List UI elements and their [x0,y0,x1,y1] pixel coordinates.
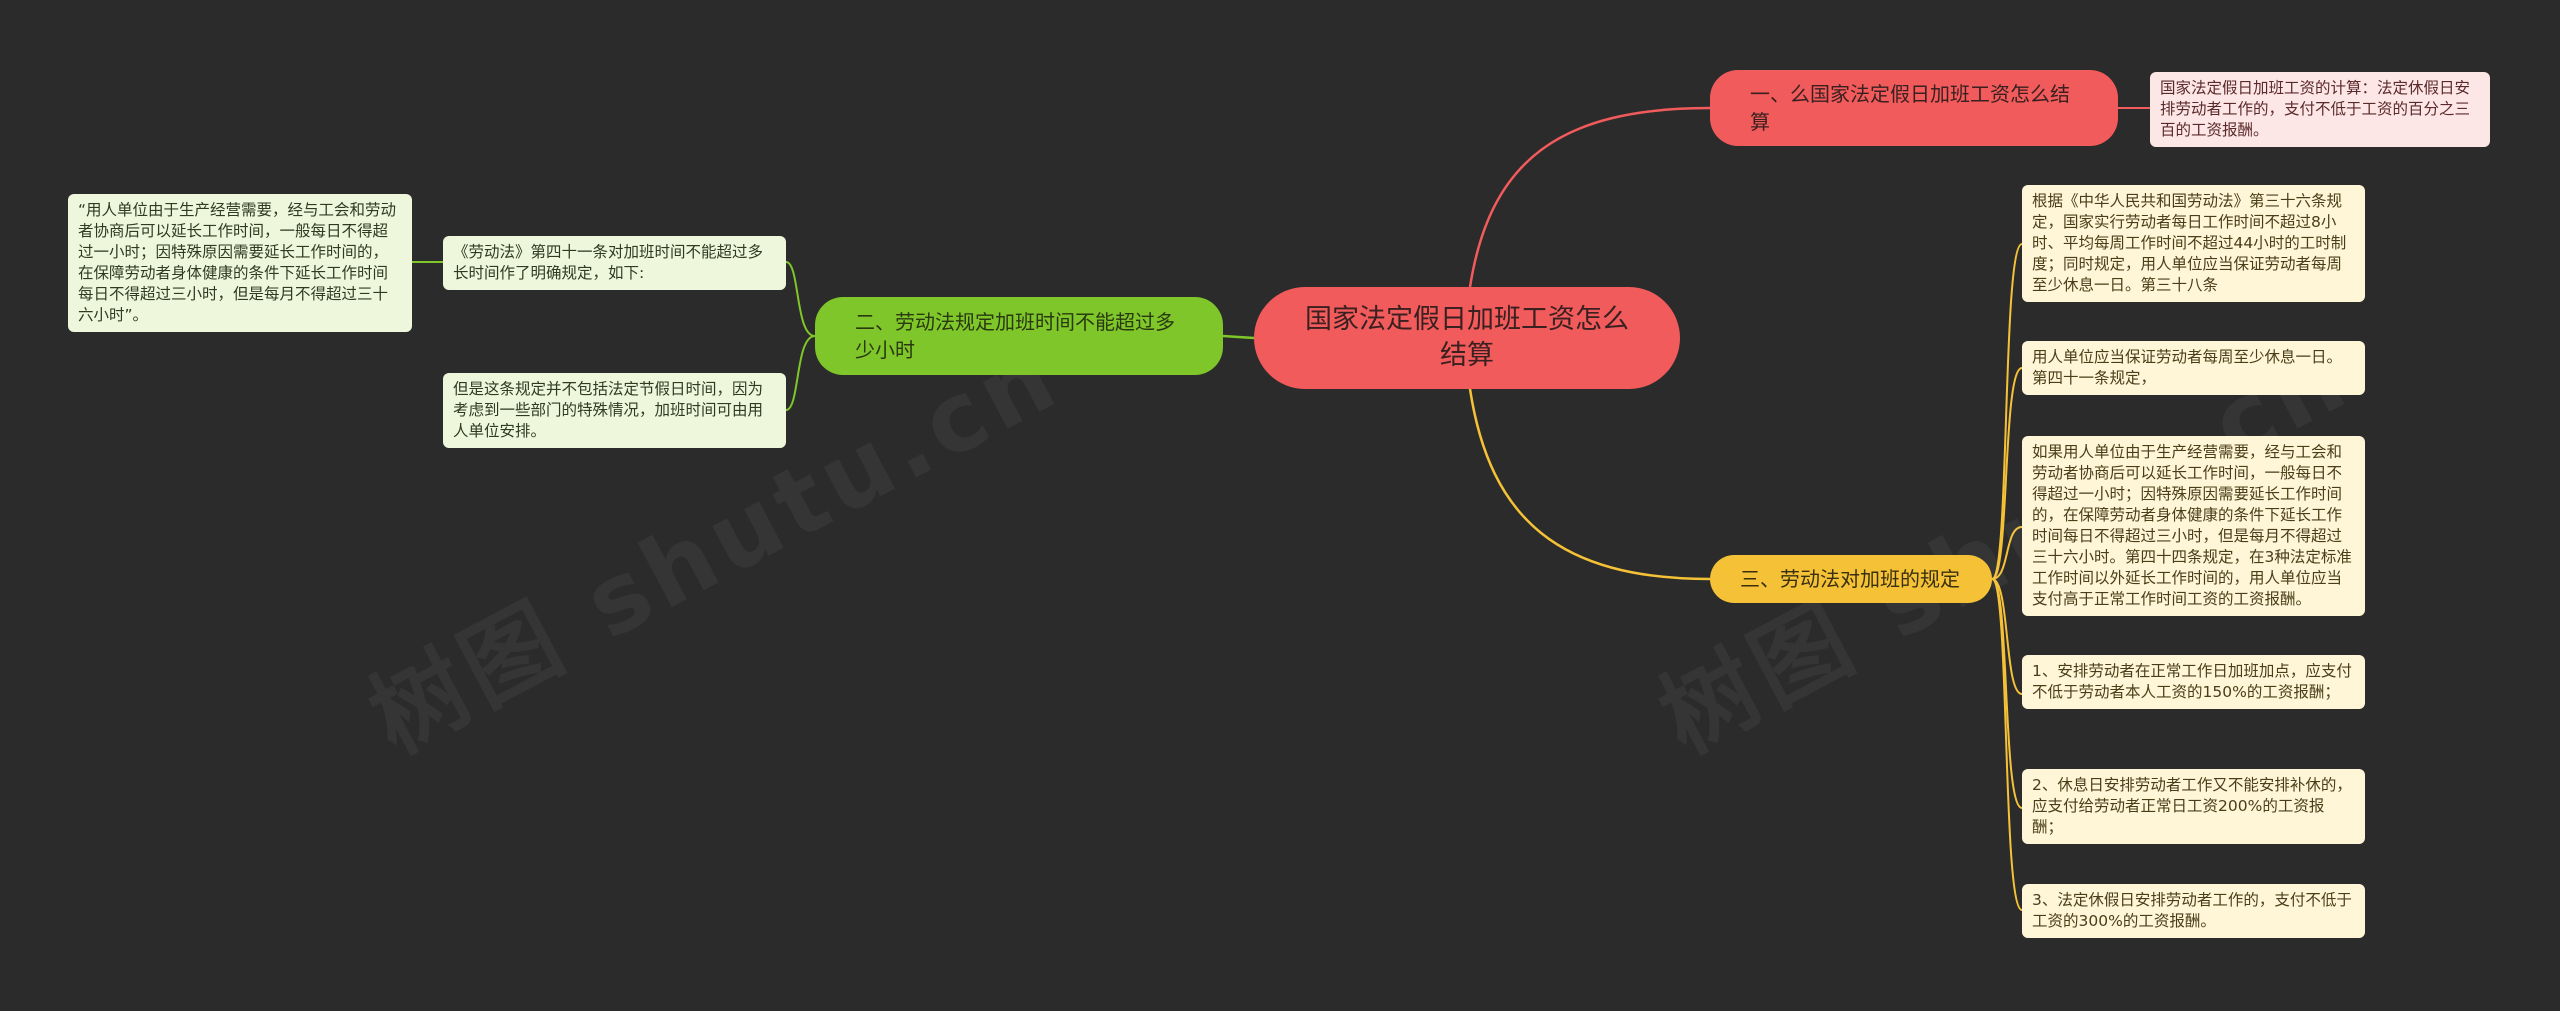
branch-node-2[interactable]: 二、劳动法规定加班时间不能超过多少小时 [815,297,1223,375]
connector-b3-leaf4 [1991,578,2023,695]
root-node[interactable]: 国家法定假日加班工资怎么结算 [1254,287,1680,389]
leaf-node[interactable]: “用人单位由于生产经营需要，经与工会和劳动者协商后可以延长工作时间，一般每日不得… [68,194,412,332]
leaf-node[interactable]: 根据《中华人民共和国劳动法》第三十六条规定，国家实行劳动者每日工作时间不超过8小… [2022,185,2365,302]
connector-b2-leaf2 [785,335,816,411]
connector-b3-leaf2 [1991,367,2023,580]
leaf-node[interactable]: 但是这条规定并不包括法定节假日时间，因为考虑到一些部门的特殊情况，加班时间可由用… [443,373,786,448]
connector-root-b3 [1468,388,1711,581]
branch-label-3: 三、劳动法对加班的规定 [1740,567,1960,591]
branch-node-3[interactable]: 三、劳动法对加班的规定 [1710,555,1992,603]
connector-b3-leaf6 [1991,578,2023,911]
leaf-node[interactable]: 用人单位应当保证劳动者每周至少休息一日。第四十一条规定， [2022,341,2365,395]
leaf-node[interactable]: 国家法定假日加班工资的计算：法定休假日安排劳动者工作的，支付不低于工资的百分之三… [2150,72,2490,147]
leaf-node[interactable]: 如果用人单位由于生产经营需要，经与工会和劳动者协商后可以延长工作时间，一般每日不… [2022,436,2365,616]
branch-label-1: 一、么国家法定假日加班工资怎么结算 [1750,82,2070,134]
leaf-node[interactable]: 3、法定休假日安排劳动者工作的，支付不低于工资的300%的工资报酬。 [2022,884,2365,938]
connector-b2-leaf1 [785,261,816,337]
connector-b3-leaf1 [1991,243,2023,580]
branch-node-1[interactable]: 一、么国家法定假日加班工资怎么结算 [1710,70,2118,146]
leaf-node[interactable]: 1、安排劳动者在正常工作日加班加点，应支付不低于劳动者本人工资的150%的工资报… [2022,655,2365,709]
connector-b3-leaf3 [1991,526,2023,580]
root-label: 国家法定假日加班工资怎么结算 [1305,304,1629,371]
leaf-node[interactable]: 2、休息日安排劳动者工作又不能安排补休的，应支付给劳动者正常日工资200%的工资… [2022,769,2365,844]
leaf-node[interactable]: 《劳动法》第四十一条对加班时间不能超过多长时间作了明确规定，如下: [443,236,786,290]
branch-label-2: 二、劳动法规定加班时间不能超过多少小时 [855,310,1175,362]
connector-root-b1 [1468,106,1711,288]
connector-root-b2 [1222,334,1255,340]
